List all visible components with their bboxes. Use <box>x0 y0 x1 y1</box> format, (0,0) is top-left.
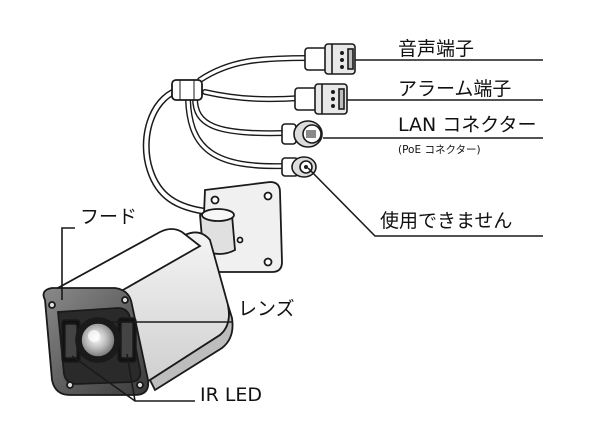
label-audio-terminal: 音声端子 <box>398 38 475 60</box>
label-lens: レンズ <box>238 298 295 320</box>
leader-lines <box>61 59 543 402</box>
label-ir-led: IR LED <box>200 384 263 406</box>
cable-bundle <box>142 55 313 216</box>
lan-connector <box>281 120 323 148</box>
audio-terminal-connector <box>304 43 356 75</box>
label-hood: フード <box>80 206 138 228</box>
ir-led-left <box>61 319 81 363</box>
label-unused: 使用できません <box>380 210 513 232</box>
unused-power-connector <box>281 156 317 178</box>
alarm-terminal-connector <box>294 83 348 115</box>
lens <box>75 317 121 363</box>
cable-hub <box>171 79 203 101</box>
label-poe-connector: (PoE コネクター) <box>398 144 481 156</box>
label-alarm-terminal: アラーム端子 <box>398 78 512 100</box>
label-lan-connector: LAN コネクター <box>398 114 537 136</box>
